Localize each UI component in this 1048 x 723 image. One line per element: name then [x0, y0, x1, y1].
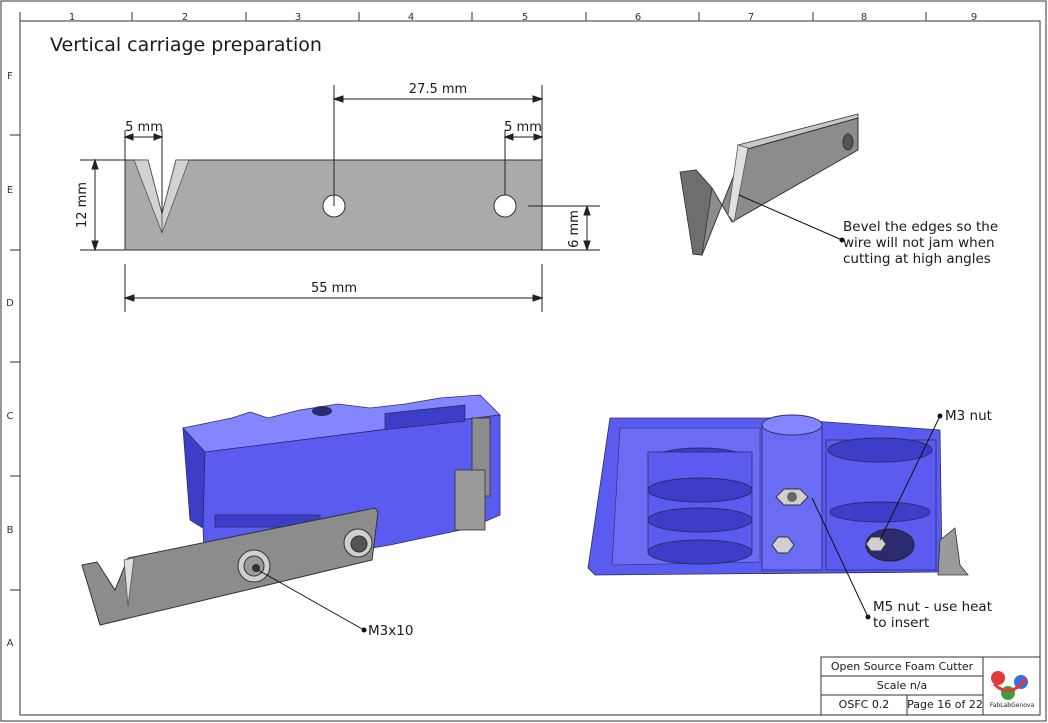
dim-6: 6 mm	[567, 210, 582, 248]
col-label: 2	[182, 12, 188, 23]
blade-dimension-drawing: 27.5 mm 5 mm 5 mm 12 mm 6 mm 55 mm	[75, 82, 600, 312]
dim-55: 55 mm	[311, 281, 357, 296]
carriage-blade	[81, 507, 379, 626]
bevel-right-face	[161, 159, 190, 234]
row-label: D	[6, 298, 14, 309]
row-label: B	[7, 525, 14, 536]
document-id: OSFC 0.2	[838, 698, 890, 711]
col-label: 3	[295, 12, 301, 23]
col-label: 5	[522, 12, 528, 23]
col-label: 7	[748, 12, 754, 23]
inner-frame	[19, 20, 1041, 716]
m5-note-line: M5 nut - use heat	[873, 599, 993, 615]
row-label: F	[7, 71, 13, 82]
blade-tip-face	[679, 169, 713, 256]
m5-note-line: to insert	[873, 615, 930, 631]
blade-bevel-face	[727, 144, 749, 223]
m5-nut-note: M5 nut - use heat to insert	[873, 599, 992, 631]
carriage-blade-assembly	[81, 394, 501, 633]
dim-27-5: 27.5 mm	[409, 82, 467, 97]
col-label: 9	[971, 12, 977, 23]
m3-nut	[865, 536, 887, 552]
col-label: 6	[635, 12, 641, 23]
row-label: E	[7, 185, 13, 196]
project-name: Open Source Foam Cutter	[830, 660, 974, 673]
m3x10-screw	[237, 549, 271, 583]
row-labels: F E D C B A	[6, 71, 14, 649]
m3x10-label: M3x10	[368, 623, 414, 639]
page-title: Vertical carriage preparation	[50, 34, 322, 56]
column-labels: 1 2 3 4 5 6 7 8 9	[69, 12, 977, 23]
scale-label: Scale n/a	[876, 679, 928, 692]
m3-nut-label: M3 nut	[945, 408, 992, 424]
logo-text: FabLabGenova	[989, 702, 1035, 709]
screw-head	[343, 528, 373, 558]
dim-12: 12 mm	[75, 182, 90, 228]
col-label: 8	[861, 12, 867, 23]
bevel-note-line: Bevel the edges so the	[843, 219, 999, 235]
row-label: C	[7, 411, 14, 422]
dim-5-left: 5 mm	[125, 120, 163, 135]
page-number: Page 16 of 22	[907, 698, 983, 711]
blade-hole	[842, 133, 854, 151]
col-label: 4	[408, 12, 414, 23]
fablab-logo	[991, 671, 1028, 700]
bevel-note-line: cutting at high angles	[843, 251, 991, 267]
mount-hole	[493, 194, 517, 218]
bevel-note-line: wire will not jam when	[843, 235, 995, 251]
zone-ticks	[10, 12, 927, 591]
carriage-nut-view	[587, 413, 969, 620]
title-block	[820, 656, 1041, 716]
dim-5-right: 5 mm	[504, 120, 542, 135]
row-label: A	[7, 638, 14, 649]
col-label: 1	[69, 12, 75, 23]
bevel-note: Bevel the edges so the wire will not jam…	[843, 219, 998, 267]
blade-bevel-view	[679, 113, 859, 256]
